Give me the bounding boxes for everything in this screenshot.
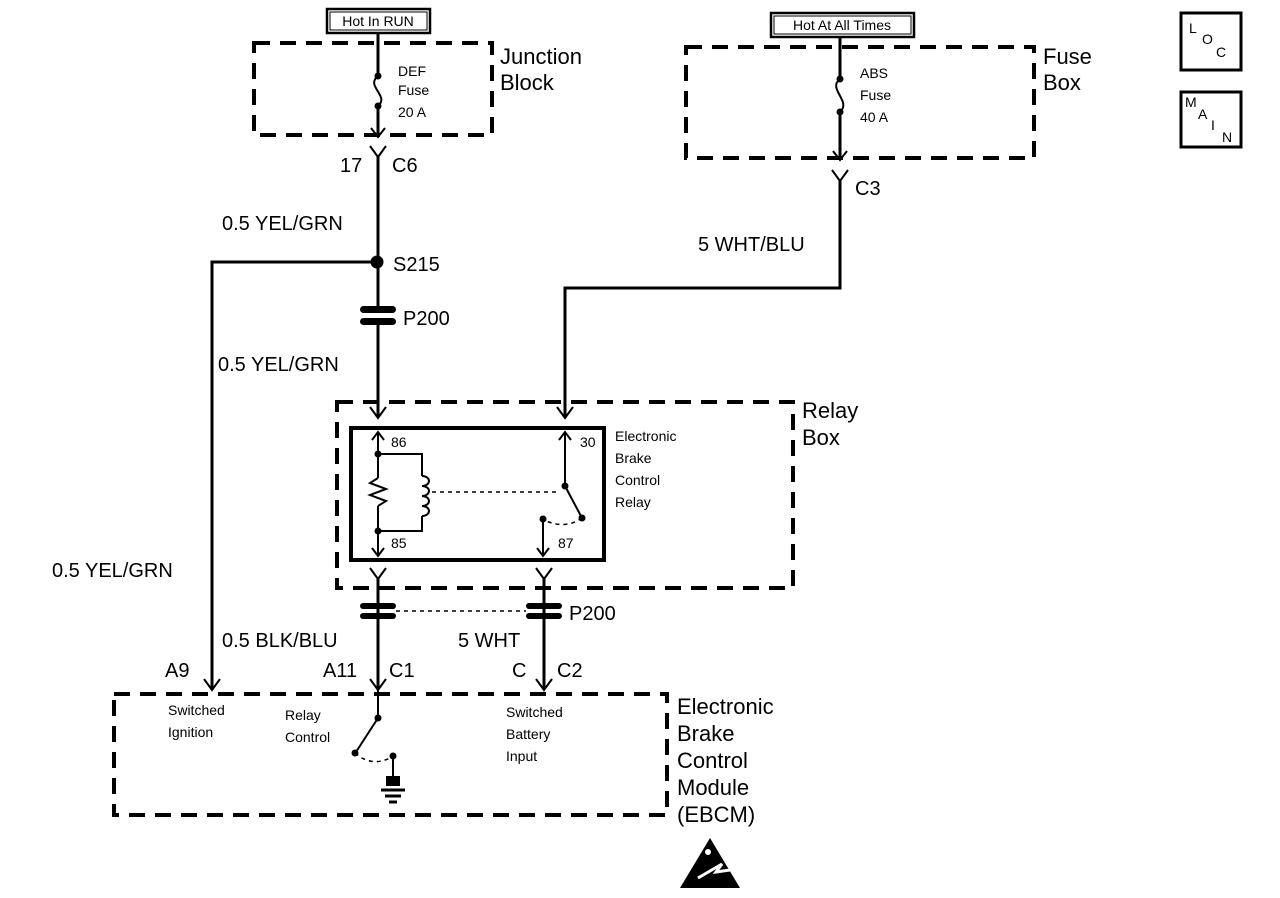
relay-exit-87-icon xyxy=(535,567,553,581)
fuse-box-name-1: Fuse xyxy=(1043,44,1092,69)
abs-fuse-icon xyxy=(832,37,848,162)
svg-text:Brake: Brake xyxy=(615,450,652,466)
p200-connector-upper: P200 xyxy=(360,306,450,330)
svg-text:N: N xyxy=(1222,129,1232,145)
ebcm-module: Electronic Brake Control Module (EBCM) S… xyxy=(112,692,774,827)
ebcm-pin-c-icon xyxy=(535,678,553,692)
svg-text:20 A: 20 A xyxy=(398,104,427,120)
svg-text:A: A xyxy=(1198,106,1208,122)
ebcm-relay-control-switch-icon xyxy=(351,690,400,786)
ebcm-name-3: Control xyxy=(677,748,748,773)
relay-exit-85-icon xyxy=(369,567,387,581)
svg-text:C: C xyxy=(1216,44,1226,60)
svg-text:17: 17 xyxy=(340,155,362,177)
svg-text:O: O xyxy=(1202,31,1213,47)
svg-text:ABS: ABS xyxy=(860,65,888,81)
loc-icon[interactable]: L O C xyxy=(1179,11,1243,72)
relay-entry-30-icon xyxy=(556,406,574,420)
svg-text:C: C xyxy=(512,660,526,682)
svg-text:Switched: Switched xyxy=(506,704,563,720)
ebcm-name-2: Brake xyxy=(677,721,734,746)
svg-text:S215: S215 xyxy=(393,254,440,276)
svg-text:Relay: Relay xyxy=(285,707,321,723)
wire-label-wht: 5 WHT xyxy=(458,630,520,652)
svg-text:P200: P200 xyxy=(569,603,616,625)
ebcm-name-4: Module xyxy=(677,775,749,800)
svg-text:Ignition: Ignition xyxy=(168,724,213,740)
svg-text:Switched: Switched xyxy=(168,702,225,718)
hot-in-run-label-box: Hot In RUN xyxy=(325,7,432,35)
wire-label-wht-blu: 5 WHT/BLU xyxy=(698,234,805,256)
hot-at-all-times-label-box: Hot At All Times xyxy=(769,11,916,39)
junction-block: Junction Block DEF Fuse 20 A xyxy=(252,41,582,137)
svg-text:A9: A9 xyxy=(165,660,189,682)
p200-connector-lower: P200 xyxy=(360,603,616,625)
yel-grn-wire-branch xyxy=(210,260,377,690)
relay-coil-icon xyxy=(367,450,430,558)
ground-icon xyxy=(381,788,405,804)
svg-text:Fuse: Fuse xyxy=(860,87,891,103)
wire-label-yel-grn-upper: 0.5 YEL/GRN xyxy=(222,213,343,235)
junction-block-name-2: Block xyxy=(500,70,555,95)
ebcm-name-1: Electronic xyxy=(677,694,774,719)
wire-label-yel-grn-mid: 0.5 YEL/GRN xyxy=(218,354,339,376)
hot-in-run-label: Hot In RUN xyxy=(342,13,414,29)
svg-text:Electronic: Electronic xyxy=(615,428,676,444)
def-fuse-icon xyxy=(370,33,386,139)
ebcm-pin-a9-icon xyxy=(203,678,221,692)
relay-entry-86-icon xyxy=(369,406,387,420)
wire-label-blk-blu: 0.5 BLK/BLU xyxy=(222,630,338,652)
wht-blu-wire xyxy=(563,181,842,417)
svg-text:C6: C6 xyxy=(392,155,418,177)
svg-text:Relay: Relay xyxy=(615,494,651,510)
svg-text:A11: A11 xyxy=(323,660,357,682)
svg-text:Battery: Battery xyxy=(506,726,550,742)
esd-warning-icon xyxy=(680,838,740,888)
relay-switch-icon xyxy=(536,432,586,558)
fuse-box-name-2: Box xyxy=(1043,70,1081,95)
svg-text:87: 87 xyxy=(558,535,574,551)
wire-label-yel-grn-left: 0.5 YEL/GRN xyxy=(52,560,173,582)
c6-connector: 17 C6 xyxy=(340,145,418,177)
svg-text:40 A: 40 A xyxy=(860,109,889,125)
svg-text:Control: Control xyxy=(615,472,660,488)
ebcm-name-5: (EBCM) xyxy=(677,802,755,827)
svg-text:C1: C1 xyxy=(389,660,415,682)
svg-text:C3: C3 xyxy=(855,178,881,200)
relay-box-name-2: Box xyxy=(802,425,840,450)
svg-text:85: 85 xyxy=(391,535,407,551)
splice-s215: S215 xyxy=(370,254,440,276)
svg-text:86: 86 xyxy=(391,434,407,450)
svg-text:I: I xyxy=(1211,117,1215,133)
svg-text:C2: C2 xyxy=(557,660,583,682)
relay-box: Relay Box xyxy=(335,398,858,590)
svg-text:M: M xyxy=(1185,94,1197,110)
fuse-box: Fuse Box ABS Fuse 40 A xyxy=(684,44,1092,160)
main-icon[interactable]: M A I N xyxy=(1179,90,1243,149)
svg-text:Control: Control xyxy=(285,729,330,745)
svg-text:Fuse: Fuse xyxy=(398,82,429,98)
svg-text:Input: Input xyxy=(506,748,537,764)
svg-text:DEF: DEF xyxy=(398,63,426,79)
junction-block-name-1: Junction xyxy=(500,44,582,69)
svg-text:L: L xyxy=(1189,20,1197,36)
relay-box-name-1: Relay xyxy=(802,398,858,423)
ebcm-relay: Electronic Brake Control Relay 86 85 30 … xyxy=(349,426,676,562)
svg-text:30: 30 xyxy=(580,434,596,450)
svg-text:P200: P200 xyxy=(403,308,450,330)
hot-at-all-times-label: Hot At All Times xyxy=(793,17,891,33)
